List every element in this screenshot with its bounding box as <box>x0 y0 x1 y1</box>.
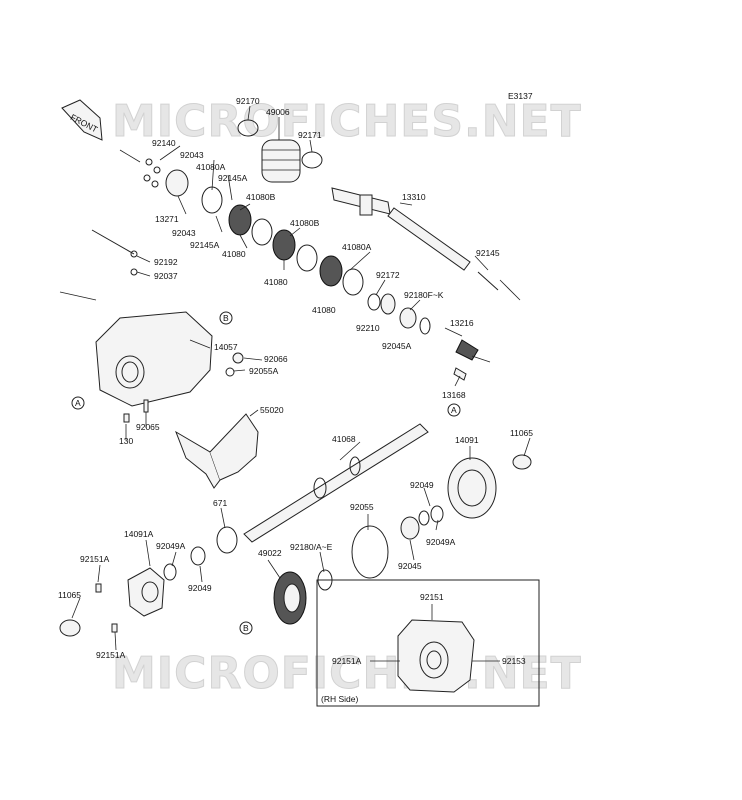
label-92049A-right: 92049A <box>426 537 456 547</box>
o-rings <box>216 526 333 591</box>
rh-side-detail-box <box>316 579 540 707</box>
seals-upper <box>367 293 479 381</box>
label-92055A: 92055A <box>249 366 279 376</box>
label-92192: 92192 <box>154 257 178 267</box>
housing-14091 <box>351 454 532 579</box>
label-92045: 92045 <box>398 561 422 571</box>
label-92171: 92171 <box>298 130 322 140</box>
clutch-discs <box>143 158 364 296</box>
ring-gear-49022 <box>273 571 307 625</box>
label-92170: 92170 <box>236 96 260 106</box>
part-labels: 92170 49006 92171 92140 92043 41080A 921… <box>58 96 533 666</box>
label-92066: 92066 <box>264 354 288 364</box>
label-92043-top: 92043 <box>180 150 204 160</box>
label-13216: 13216 <box>450 318 474 328</box>
label-92151A-top: 92151A <box>80 554 110 564</box>
label-14091: 14091 <box>455 435 479 445</box>
label-92172: 92172 <box>376 270 400 280</box>
label-55020: 55020 <box>260 405 284 415</box>
label-41080B-top: 41080B <box>246 192 276 202</box>
rh-side-housing <box>397 619 475 693</box>
label-92151-box: 92151 <box>420 592 444 602</box>
label-13271: 13271 <box>155 214 179 224</box>
label-92037: 92037 <box>154 271 178 281</box>
label-13168: 13168 <box>442 390 466 400</box>
label-92145A-top: 92145A <box>218 173 248 183</box>
label-92043-bot: 92043 <box>172 228 196 238</box>
label-41080A-top: 41080A <box>196 162 226 172</box>
label-11065-left: 11065 <box>58 590 81 600</box>
label-92145A-bot: 92145A <box>190 240 220 250</box>
label-92151A-box: 92151A <box>332 656 362 666</box>
label-92180F-K: 92180F~K <box>404 290 444 300</box>
label-92180-A-E: 92180/A~E <box>290 542 333 552</box>
label-41068: 41068 <box>332 434 356 444</box>
front-arrow-icon: FRONT <box>61 99 103 141</box>
ref-marker-a-right: A <box>447 403 461 417</box>
drive-shaft-41068 <box>243 423 429 543</box>
label-13310: 13310 <box>402 192 426 202</box>
boot-assembly <box>237 119 323 183</box>
bracket-55020 <box>175 413 259 489</box>
label-92065: 92065 <box>136 422 160 432</box>
label-671: 671 <box>213 498 227 508</box>
leader-lines <box>59 105 531 662</box>
svg-text:A: A <box>451 405 457 415</box>
label-92055: 92055 <box>350 502 374 512</box>
label-92049-left: 92049 <box>188 583 212 593</box>
label-92210: 92210 <box>356 323 380 333</box>
label-49022: 49022 <box>258 548 282 558</box>
lever-92192 <box>91 229 138 276</box>
label-130: 130 <box>119 436 133 446</box>
label-49006: 49006 <box>266 107 290 117</box>
label-41080-3: 41080 <box>312 305 336 315</box>
label-92145: 92145 <box>476 248 500 258</box>
label-11065-right: 11065 <box>510 428 533 438</box>
label-92045A: 92045A <box>382 341 412 351</box>
ref-marker-b-upper: B <box>219 311 233 325</box>
svg-text:A: A <box>75 398 81 408</box>
ref-marker-b-lower: B <box>239 621 253 635</box>
label-41080-1: 41080 <box>222 249 246 259</box>
ref-marker-a-left: A <box>71 396 85 410</box>
label-92049-right: 92049 <box>410 480 434 490</box>
label-92049A-left: 92049A <box>156 541 186 551</box>
housing-14057 <box>95 311 244 423</box>
svg-text:B: B <box>223 313 229 323</box>
label-92153-box: 92153 <box>502 656 526 666</box>
label-41080A-mid: 41080A <box>342 242 372 252</box>
diagram-code: E3137 <box>508 91 533 101</box>
label-14057: 14057 <box>214 342 238 352</box>
svg-text:B: B <box>243 623 249 633</box>
rh-side-label: (RH Side) <box>321 694 358 704</box>
watermark-bottom: MICROFICHES.NET <box>112 648 582 699</box>
label-41080B-mid: 41080B <box>290 218 320 228</box>
propeller-shaft-13310 <box>331 187 499 291</box>
label-14091A: 14091A <box>124 529 154 539</box>
housing-14091A <box>59 546 206 637</box>
label-92140: 92140 <box>152 138 176 148</box>
watermark-top: MICROFICHES.NET <box>112 96 582 147</box>
label-92151A-bottom: 92151A <box>96 650 126 660</box>
label-41080-2: 41080 <box>264 277 288 287</box>
